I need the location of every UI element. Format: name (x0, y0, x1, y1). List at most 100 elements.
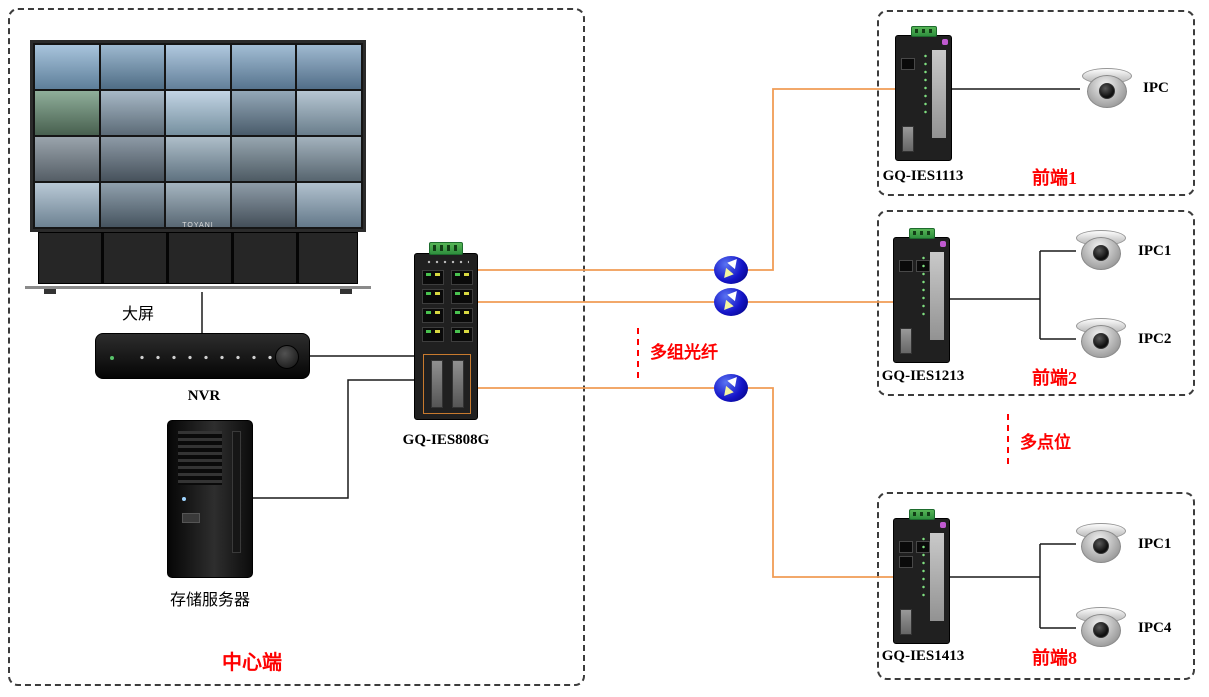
ipc2-camera-label: IPC2 (1138, 331, 1172, 347)
server-drive-bays-icon (178, 431, 222, 485)
ipc-camera (1074, 607, 1128, 651)
fe1-ports (901, 58, 935, 70)
ipc-camera (1074, 318, 1128, 362)
ethernet-port-icon (451, 270, 473, 285)
video-wall-label: 大屏 (122, 306, 155, 323)
storage-server (167, 420, 253, 578)
ethernet-port-icon (422, 327, 444, 342)
video-wall-feed (297, 137, 361, 181)
video-wall-feed (166, 91, 230, 135)
switch-label-strip-icon (930, 252, 944, 340)
frontend-box-1 (877, 10, 1195, 196)
ipc-camera (1080, 68, 1134, 112)
center-zone-label: 中心端 (222, 652, 282, 674)
ethernet-port-icon (901, 58, 915, 70)
video-wall-feed (166, 183, 230, 227)
switch-label-strip-icon (932, 50, 946, 138)
video-wall-feed (231, 183, 296, 227)
sfp-slot-icon (900, 609, 912, 635)
wire-fe8-cameras (950, 543, 1076, 629)
server-side-slot-icon (232, 431, 241, 553)
core-switch-label: GQ-IES808G (402, 432, 490, 448)
video-wall-brand: TOYANI (182, 222, 214, 229)
ethernet-port-icon (899, 541, 913, 553)
video-wall-feed (100, 45, 165, 89)
console-port-icon (942, 39, 948, 45)
video-wall-feed (297, 91, 361, 135)
fiber-node-icon-3 (714, 373, 748, 402)
core-switch (414, 242, 478, 420)
server-power-led-icon (182, 497, 186, 501)
ethernet-port-icon (451, 289, 473, 304)
frontend-box-2 (877, 210, 1195, 396)
camera-lens-icon (1093, 245, 1109, 261)
ipc-camera-label: IPC (1143, 80, 1169, 96)
nvr-power-led-icon (110, 356, 114, 360)
ethernet-port-icon (451, 308, 473, 323)
camera-lens-icon (1093, 538, 1109, 554)
frontend-switch-8 (893, 509, 950, 644)
switch-led-column-icon (923, 52, 928, 114)
switch-led-column-icon (921, 535, 926, 597)
video-wall-feed (166, 45, 230, 89)
nvr-buttons-icon (134, 354, 294, 361)
fiber-node-icon-1 (714, 255, 748, 284)
fiber-arrow-icon (727, 373, 741, 388)
fiber-arrow-icon (720, 299, 734, 314)
fiber-node-icon-2 (714, 287, 748, 316)
sfp-slot-icon (900, 328, 912, 354)
fiber-arrow-icon (720, 385, 734, 400)
wire-storage-coreswitch (253, 379, 414, 499)
ethernet-port-icon (422, 308, 444, 323)
fiber-arrow-icon (727, 287, 741, 302)
ethernet-port-icon (899, 260, 913, 272)
ipc-camera (1074, 523, 1128, 567)
video-wall-feed (100, 183, 165, 227)
console-port-icon (940, 241, 946, 247)
video-wall-feed (35, 137, 99, 181)
terminal-block-icon (429, 242, 463, 255)
fiber-arrow-icon (727, 255, 741, 270)
ethernet-port-icon (451, 327, 473, 342)
video-wall-feed (231, 91, 296, 135)
video-wall-foot (44, 289, 56, 294)
video-wall-feed (231, 45, 296, 89)
video-wall-screen (30, 40, 366, 232)
frontend-zone-8-label: 前端8 (1032, 648, 1077, 668)
ethernet-port-icon (422, 270, 444, 285)
multi-point-note: 多点位 (1020, 433, 1071, 452)
fe3-ports (899, 541, 933, 568)
wire-fe2-cameras (950, 250, 1076, 340)
frontend-switch-8-label: GQ-IES1413 (881, 648, 965, 664)
switch-led-row-icon (425, 259, 469, 265)
ipc1-camera-label: IPC1 (1138, 243, 1172, 259)
server-badge-icon (182, 513, 200, 523)
center-zone-box (8, 8, 585, 686)
switch-led-column-icon (921, 254, 926, 316)
video-wall-feed (35, 183, 99, 227)
video-wall-feed (100, 137, 165, 181)
frontend-switch-2 (893, 228, 950, 363)
frontend-switch-1 (895, 26, 952, 161)
terminal-block-icon (908, 228, 935, 239)
fiber-wire-frontend8 (478, 387, 893, 578)
frontend-zone-2-label: 前端2 (1032, 368, 1077, 388)
video-wall-base (25, 286, 371, 289)
video-wall-foot (340, 289, 352, 294)
switch-label-strip-icon (930, 533, 944, 621)
fiber-groups-note: 多组光纤 (650, 343, 718, 362)
terminal-block-icon (908, 509, 935, 520)
video-wall-feed (231, 137, 296, 181)
video-wall: TOYANI (25, 40, 371, 294)
nvr-label: NVR (187, 388, 221, 404)
nvr-jog-dial-icon (275, 345, 299, 369)
video-wall-feed (35, 91, 99, 135)
ipc4-camera-label: IPC4 (1138, 620, 1172, 636)
video-wall-feed (297, 45, 361, 89)
video-wall-feed (297, 183, 361, 227)
nvr-device (95, 333, 310, 379)
frontend-zone-1-label: 前端1 (1032, 168, 1077, 188)
video-wall-feed (166, 137, 230, 181)
fiber-arrow-icon (720, 267, 734, 282)
